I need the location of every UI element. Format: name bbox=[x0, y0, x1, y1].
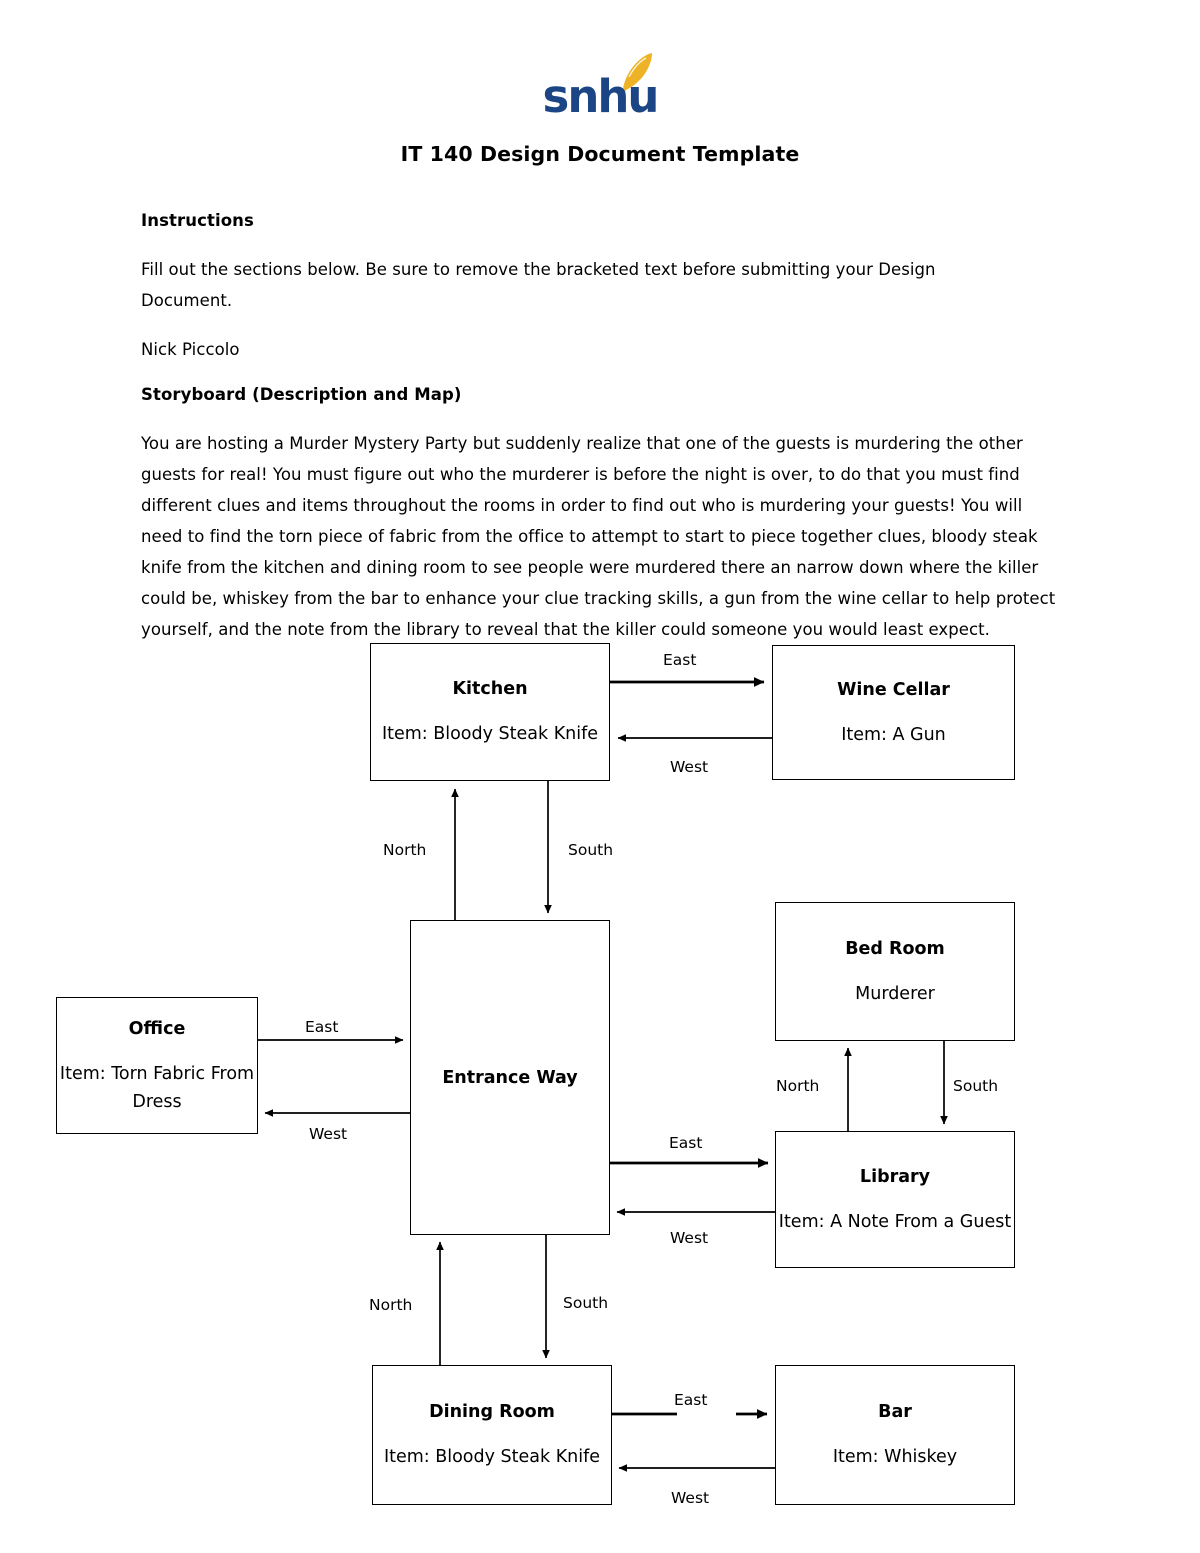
room-name-entrance-way: Entrance Way bbox=[442, 1067, 578, 1088]
direction-label-entrance-north: North bbox=[383, 841, 427, 859]
storyboard-paragraph: You are hosting a Murder Mystery Party b… bbox=[141, 434, 1056, 639]
snhu-logo: snhu bbox=[0, 53, 1200, 130]
room-name-dining-room: Dining Room bbox=[429, 1402, 555, 1422]
author-name: Nick Piccolo bbox=[141, 340, 240, 359]
room-item-kitchen: Item: Bloody Steak Knife bbox=[381, 724, 599, 744]
direction-label-library-west: West bbox=[670, 1229, 709, 1247]
direction-label-entrance-south: South bbox=[563, 1294, 609, 1312]
direction-label-dining-east: East bbox=[674, 1391, 708, 1409]
room-name-bed-room: Bed Room bbox=[845, 938, 945, 959]
storyboard-heading: Storyboard (Description and Map) bbox=[141, 385, 462, 404]
feather-icon bbox=[621, 53, 652, 94]
direction-label-entrance-west: West bbox=[309, 1125, 348, 1143]
room-item-bed-room: Murderer bbox=[855, 983, 935, 1004]
room-box-bar[interactable]: Bar Item: Whiskey bbox=[775, 1365, 1015, 1505]
room-box-library[interactable]: Library Item: A Note From a Guest bbox=[775, 1131, 1015, 1268]
direction-label-wine-cellar-west: West bbox=[670, 758, 709, 776]
room-box-entrance-way[interactable]: Entrance Way bbox=[410, 920, 610, 1235]
direction-label-bedroom-south: South bbox=[953, 1077, 999, 1095]
room-item-wine-cellar: Item: A Gun bbox=[841, 724, 946, 745]
direction-label-kitchen-south: South bbox=[568, 841, 614, 859]
room-box-kitchen[interactable]: Kitchen Item: Bloody Steak Knife bbox=[370, 643, 610, 781]
room-name-library: Library bbox=[859, 1166, 931, 1187]
room-item-office: Item: Torn Fabric From Dress bbox=[59, 1063, 255, 1112]
direction-label-office-east: East bbox=[305, 1018, 339, 1036]
room-item-bar: Item: Whiskey bbox=[832, 1447, 958, 1467]
instructions-paragraph: Fill out the sections below. Be sure to … bbox=[141, 260, 936, 310]
room-box-dining-room[interactable]: Dining Room Item: Bloody Steak Knife bbox=[372, 1365, 612, 1505]
room-name-office: Office bbox=[128, 1018, 186, 1039]
room-name-wine-cellar: Wine Cellar bbox=[837, 679, 950, 700]
room-box-bed-room[interactable]: Bed Room Murderer bbox=[775, 902, 1015, 1041]
room-item-library: Item: A Note From a Guest bbox=[778, 1211, 1012, 1232]
room-item-dining-room: Item: Bloody Steak Knife bbox=[383, 1447, 601, 1467]
direction-label-entrance-east: East bbox=[669, 1134, 703, 1152]
room-box-office[interactable]: Office Item: Torn Fabric From Dress bbox=[56, 997, 258, 1134]
page-title: IT 140 Design Document Template bbox=[400, 142, 800, 166]
snhu-wordmark: snhu bbox=[542, 70, 660, 123]
instructions-heading: Instructions bbox=[141, 211, 254, 230]
direction-label-bar-west: West bbox=[671, 1489, 710, 1507]
direction-label-kitchen-east: East bbox=[663, 651, 697, 669]
room-name-kitchen: Kitchen bbox=[452, 679, 528, 699]
direction-label-dining-north: North bbox=[369, 1296, 413, 1314]
room-name-bar: Bar bbox=[878, 1402, 912, 1422]
room-box-wine-cellar[interactable]: Wine Cellar Item: A Gun bbox=[772, 645, 1015, 780]
direction-label-library-north: North bbox=[776, 1077, 820, 1095]
